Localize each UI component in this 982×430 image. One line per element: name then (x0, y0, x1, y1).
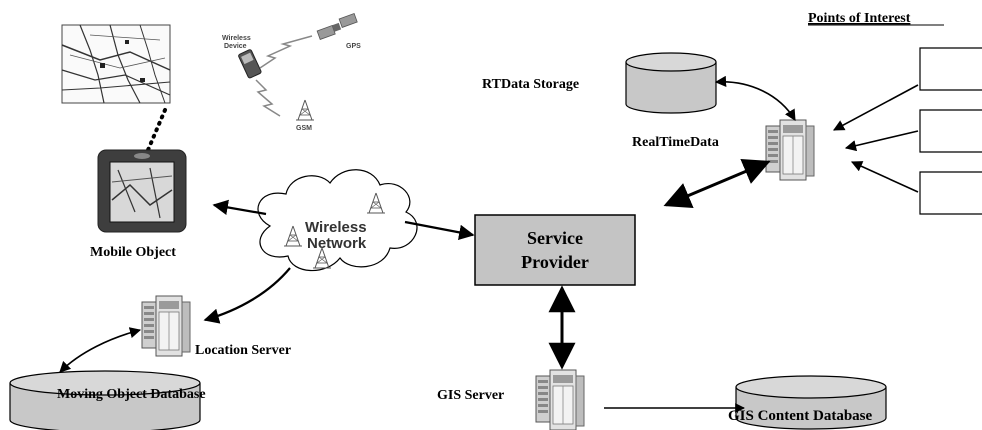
gsm-signal-zigzag (255, 79, 281, 117)
wireless-network-label-1: Wireless (305, 219, 367, 236)
gis-server-label: GIS Server (437, 388, 504, 403)
gsm-label: GSM (296, 125, 312, 132)
gsm-tower-icon (295, 99, 315, 121)
rtdata-storage-database (625, 52, 717, 114)
map-thumbnail (61, 24, 171, 104)
service-provider-label-2: Provider (521, 252, 589, 272)
poi3-server-arrow (850, 161, 919, 193)
realtimedata-label: RealTimeData (632, 135, 719, 150)
location-server-icon (141, 295, 191, 357)
rtdata-storage-label: RTData Storage (482, 77, 579, 92)
location-server-label: Location Server (195, 343, 291, 358)
poi-box-3 (919, 171, 982, 215)
poi2-server-arrow (844, 130, 919, 152)
rtdata-server-arrow (714, 75, 796, 121)
points-of-interest-label: Points of Interest (808, 11, 911, 26)
moving-object-database (9, 370, 201, 430)
poi-box-2 (919, 109, 982, 153)
poi-box-1 (919, 47, 982, 91)
mobile-phone-icon (97, 149, 187, 233)
moving-object-database-label: Moving Object Database (57, 387, 206, 402)
gps-signal-zigzag (259, 35, 313, 69)
location-movingdb-arrow (59, 327, 142, 373)
gps-satellite-icon (316, 12, 358, 40)
gis-server-icon (535, 369, 585, 430)
gis-content-database (735, 375, 887, 430)
poi1-server-arrow (833, 84, 919, 131)
mobile-object-label: Mobile Object (90, 245, 176, 260)
wireless-device-label-2: Device (224, 43, 247, 50)
service-realtimedata-arrow (663, 158, 771, 209)
service-provider-label-1: Service (527, 228, 583, 248)
points-of-interest-boxes (919, 47, 982, 215)
service-provider-box (474, 214, 636, 286)
wireless-device-label-1: Wireless (222, 35, 251, 42)
wireless-device-group: Wireless Device GPS GSM (222, 12, 361, 132)
gps-label: GPS (346, 43, 361, 50)
cloud-location-arrow (203, 267, 291, 324)
map-phone-dotted-link (146, 108, 167, 152)
wireless-network-cloud: Wireless Network (257, 169, 418, 272)
gis-content-database-label: GIS Content Database (728, 408, 873, 424)
cloud-service-arrow (404, 220, 475, 240)
phone-cloud-arrow (212, 199, 267, 216)
realtimedata-server-icon (765, 119, 815, 181)
wireless-device-icon (238, 49, 262, 79)
wireless-network-label-2: Network (307, 235, 367, 252)
